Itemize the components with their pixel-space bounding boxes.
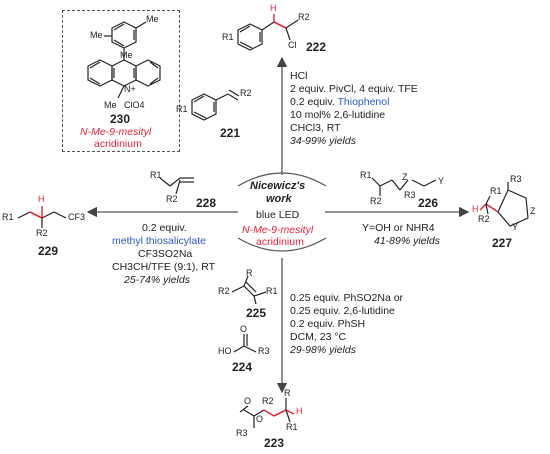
center-light: blue LED — [256, 209, 300, 221]
center-catalyst-line2: acridinium — [256, 236, 304, 248]
product-223-h-label: H — [296, 406, 303, 416]
product-227-h-label: H — [472, 204, 479, 214]
catalyst-number: 230 — [110, 112, 131, 126]
nitrogen-plus-label: N+ — [124, 84, 136, 94]
reagent-228-number: 228 — [196, 196, 217, 210]
acid-224-r3-label: R3 — [258, 346, 270, 356]
left-condition-3: CF3SO2Na — [138, 248, 193, 260]
substrate-226-number: 226 — [418, 196, 439, 210]
product-227-z-label: Z — [530, 206, 536, 216]
substrate-221-r2-label: R2 — [240, 88, 252, 98]
top-condition-2: 2 equiv. PivCl, 4 equiv. TFE — [290, 83, 418, 95]
counterion-label: ClO4 — [124, 100, 145, 110]
catalyst-name-line1: N-Me-9-mesityl — [80, 126, 152, 138]
reagent-228-structure — [159, 177, 194, 195]
top-condition-4: 10 mol% 2,6-lutidine — [290, 109, 386, 121]
substrate-226-structure — [371, 177, 437, 196]
product-227-number: 227 — [492, 236, 513, 250]
product-229-structure — [17, 206, 67, 228]
substrate-221-r1-label: R1 — [176, 104, 188, 114]
product-227-structure — [479, 182, 529, 227]
center-title-line2: work — [266, 193, 292, 205]
alkene-225-r1-label: R1 — [266, 286, 278, 296]
product-223-number: 223 — [264, 436, 285, 450]
left-condition-1: 0.2 equiv. — [142, 222, 187, 234]
top-condition-5: CHCl3, RT — [290, 122, 341, 134]
bottom-condition-1: 0.25 equiv. PhSO2Na or — [290, 292, 404, 304]
product-227-r3-label: R3 — [510, 174, 522, 184]
methyl-label-2: Me — [90, 30, 103, 40]
substrate-226-y-label: Y — [438, 176, 445, 186]
product-223-r1-label: R1 — [286, 422, 298, 432]
alkene-225-number: 225 — [246, 306, 267, 320]
product-223-o-ester-label: O — [256, 414, 264, 424]
center-arc-top — [237, 172, 327, 187]
substrate-226-z-label: Z — [402, 172, 408, 182]
product-223-r-label: R — [284, 388, 291, 398]
top-h-label: H — [270, 3, 277, 13]
top-condition-6: 34-99% yields — [290, 135, 356, 147]
center-arc-bottom — [237, 237, 327, 252]
substrate-226-r1-label: R1 — [360, 170, 372, 180]
alkene-225-r2-label: R2 — [218, 286, 230, 296]
acid-224-ho-label: HO — [218, 346, 232, 356]
product-222-number: 222 — [306, 40, 327, 54]
center-title-line1: Nicewicz's — [250, 180, 306, 192]
top-condition-1: HCl — [290, 70, 308, 82]
left-cf3-label: CF3 — [68, 212, 86, 222]
methyl-label-1: Me — [146, 14, 159, 24]
center-catalyst-line1: N-Me-9-mesityl — [242, 224, 314, 236]
product-223-r3-label: R3 — [236, 428, 248, 438]
top-r2-label: R2 — [298, 12, 310, 22]
alkene-225-r-label: R — [246, 268, 253, 278]
bottom-condition-5: 29-98% yields — [290, 344, 356, 356]
product-223-structure — [239, 398, 295, 428]
product-223-r2-label: R2 — [262, 396, 274, 406]
acid-224-structure — [233, 334, 257, 353]
product-227-y-label: Y — [512, 222, 519, 232]
acridinium-structure — [87, 21, 161, 99]
catalyst-name-line2: acridinium — [94, 138, 142, 150]
bottom-condition-4: DCM, 23 °C — [290, 331, 347, 343]
product-227-r2-label: R2 — [478, 214, 490, 224]
reagent-228-r2-label: R2 — [166, 194, 178, 204]
left-r1-label: R1 — [2, 212, 14, 222]
bottom-condition-2: 0.25 equiv. 2,6-lutidine — [290, 305, 395, 317]
substrate-221-structure — [191, 89, 240, 121]
left-condition-2: methyl thiosalicylate — [112, 235, 206, 247]
product-229-number: 229 — [38, 244, 59, 258]
right-condition-2: 41-89% yields — [374, 235, 440, 247]
top-cl-label: Cl — [288, 40, 297, 50]
product-223-o-carbonyl-label: O — [244, 396, 252, 406]
left-r2-label: R2 — [36, 228, 48, 238]
substrate-226-r2-label: R2 — [370, 196, 382, 206]
product-222-structure — [237, 14, 299, 51]
substrate-226-r3-label: R3 — [404, 190, 416, 200]
substrate-221-number: 221 — [220, 126, 241, 140]
methyl-label-3: Me — [120, 50, 133, 60]
catalyst-box — [62, 10, 180, 152]
product-227-r1-label: R1 — [490, 186, 502, 196]
reagent-228-r1-label: R1 — [150, 170, 162, 180]
left-condition-5: 25-74% yields — [124, 274, 190, 286]
methyl-label-4: Me — [104, 100, 117, 110]
bottom-condition-3: 0.2 equiv. PhSH — [290, 318, 366, 330]
top-condition-3: 0.2 equiv. Thiophenol — [290, 96, 390, 108]
top-r1-label: R1 — [222, 32, 234, 42]
left-h-label: H — [38, 194, 45, 204]
acid-224-number: 224 — [232, 360, 253, 374]
alkene-225-structure — [231, 275, 267, 305]
right-condition-1: Y=OH or NHR4 — [362, 222, 435, 234]
acid-224-o-label: O — [240, 324, 248, 334]
left-condition-4: CH3CH/TFE (9:1), RT — [112, 261, 216, 273]
